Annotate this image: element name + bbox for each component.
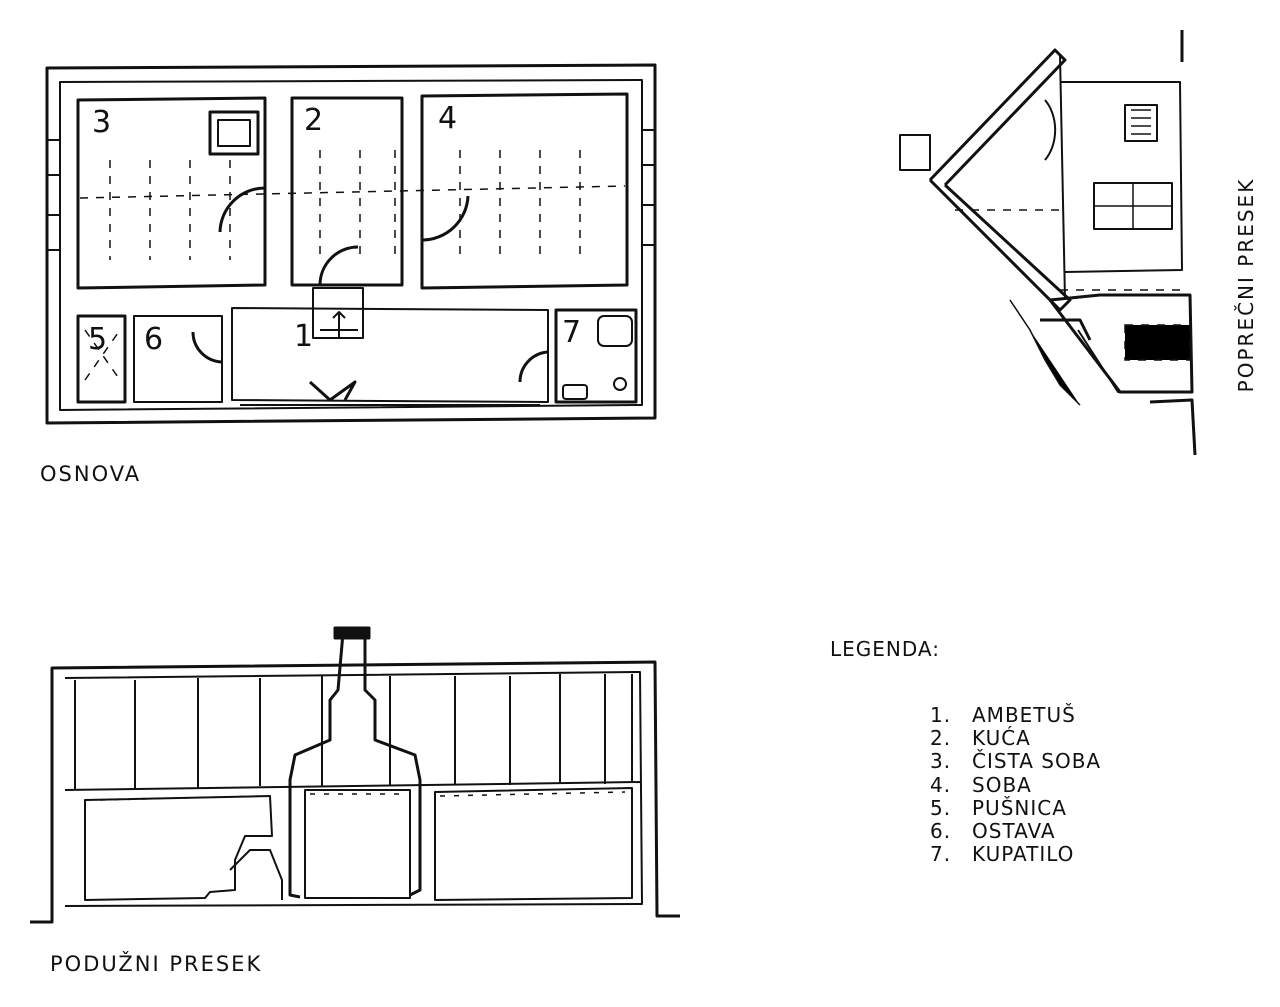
legend-item: 6. OSTAVA — [930, 819, 1101, 844]
legend-item-number: 2. — [930, 726, 952, 751]
longitudinal-section-label: PODUŽNI PRESEK — [50, 952, 263, 976]
legend-item-number: 5. — [930, 795, 952, 820]
legend-item: 3. ČISTA SOBA — [930, 750, 1101, 773]
room-number-6: 6 — [144, 322, 164, 357]
room-number-2: 2 — [304, 103, 324, 138]
legend-item-number: 7. — [930, 842, 952, 867]
legend-item-name: PUŠNICA — [972, 795, 1067, 820]
legend-item-number: 3. — [930, 749, 952, 774]
legend-item: 1. AMBETUŠ — [930, 703, 1101, 727]
room-number-1: 1 — [294, 319, 314, 354]
legend-item-number: 6. — [930, 819, 952, 844]
room-number-4: 4 — [438, 101, 458, 136]
legend-item-number: 1. — [930, 703, 952, 727]
legend-title: LEGENDA: — [830, 637, 940, 661]
legend-item-name: KUĆA — [972, 726, 1031, 751]
room-number-5: 5 — [88, 322, 108, 357]
legend-item: 2. KUĆA — [930, 727, 1101, 750]
legend-item: 7. KUPATILO — [930, 843, 1101, 866]
legend-item: 4. SOBA — [930, 772, 1101, 797]
legend-item-name: KUPATILO — [972, 842, 1075, 867]
legend-item-name: SOBA — [972, 772, 1032, 797]
plan-label: OSNOVA — [40, 462, 142, 486]
cross-section-label: POPREČNI PRESEK — [1234, 177, 1258, 393]
room-number-3: 3 — [92, 105, 112, 140]
room-number-7: 7 — [562, 315, 582, 350]
legend-list: 1. AMBETUŠ 2. KUĆA 3. ČISTA SOBA 4. SOBA 5. P… — [930, 703, 1101, 866]
legend-item: 5. PUŠNICA — [930, 795, 1101, 820]
legend-item-name: OSTAVA — [972, 819, 1056, 844]
cross-section-label-wrap: POPREČNI PRESEK — [1226, 160, 1266, 410]
legend-item-name: ČISTA SOBA — [972, 749, 1102, 774]
legend-item-name: AMBETUŠ — [972, 703, 1076, 727]
legend-item-number: 4. — [930, 772, 952, 797]
